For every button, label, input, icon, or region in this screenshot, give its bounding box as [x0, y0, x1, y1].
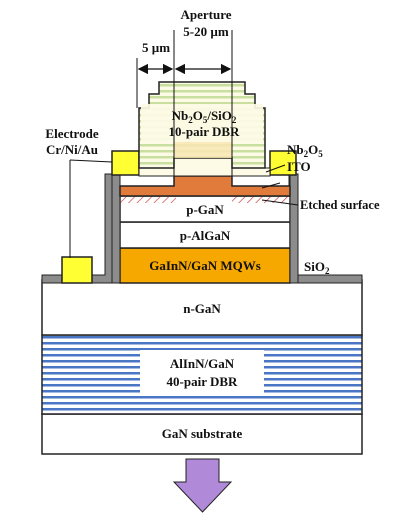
electrode-label: Electrode — [45, 126, 98, 141]
electrode-top-left — [111, 150, 140, 176]
aperture-size-label: 5-20 µm — [183, 24, 229, 39]
aperture-label: Aperture — [180, 7, 231, 22]
electrode-n-contact — [61, 256, 93, 284]
etched-surface-label: Etched surface — [300, 198, 380, 212]
p-gan-label: p-GaN — [186, 202, 224, 217]
gan-substrate-layer — [41, 413, 363, 455]
ito-label: ITO — [287, 159, 311, 174]
bottom-dbr-material-label: AlInN/GaN — [170, 356, 235, 371]
electrode-top-right — [269, 150, 297, 176]
width-5um-label: 5 µm — [142, 40, 170, 55]
ito-leader — [261, 182, 281, 189]
mqw-label: GaInN/GaN MQWs — [149, 258, 261, 273]
sio2-sidewall-right — [289, 173, 299, 284]
n-gan-layer — [41, 279, 363, 336]
etched-leader — [261, 199, 299, 206]
down-arrow-icon — [172, 458, 233, 513]
top-dbr-material-label: Nb2O5/SiO2 — [172, 108, 237, 125]
n-gan-label: n-GaN — [183, 301, 221, 316]
top-dbr-label-bg — [141, 104, 263, 142]
nb2o5-label: Nb2O5 — [287, 142, 323, 159]
etched-surface-left — [120, 196, 176, 203]
electrode-leader-2 — [69, 159, 113, 163]
etched-surface-right — [232, 196, 290, 203]
bottom-dbr-pair-label: 40-pair DBR — [167, 374, 239, 389]
nb2o5-leader — [265, 164, 286, 173]
top-dbr-pair-label: 10-pair DBR — [169, 124, 241, 139]
sio2-sidewall-left — [111, 173, 121, 284]
sio2-label: SiO2 — [304, 259, 330, 276]
p-algan-label: p-AlGaN — [180, 228, 231, 243]
bottom-dbr-label-bg — [140, 350, 264, 396]
substrate-label: GaN substrate — [162, 426, 243, 441]
electrode-material-label: Cr/Ni/Au — [46, 142, 98, 157]
ito-layer — [119, 175, 291, 197]
